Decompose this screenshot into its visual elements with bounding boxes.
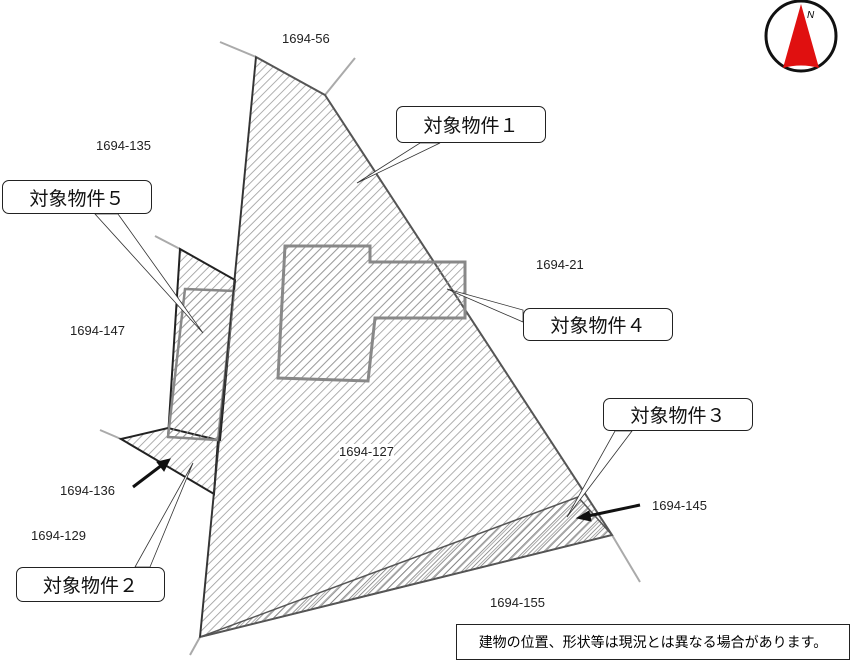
callout-property-5: 対象物件５ <box>2 180 152 214</box>
compass: N <box>764 0 838 73</box>
callout-property-1: 対象物件１ <box>396 106 546 143</box>
lot-label: 1694-136 <box>60 483 115 498</box>
lot-label: 1694-127 <box>339 444 394 459</box>
callout-property-4: 対象物件４ <box>523 308 673 341</box>
lot-label: 1694-21 <box>536 257 584 272</box>
compass-label: N <box>807 10 815 21</box>
callout-tails <box>94 142 633 568</box>
lot-label: 1694-135 <box>96 138 151 153</box>
building-5 <box>166 287 236 442</box>
lot-label: 1694-145 <box>652 498 707 513</box>
callout-property-3: 対象物件３ <box>603 398 753 431</box>
disclaimer-note: 建物の位置、形状等は現況とは異なる場合があります。 <box>456 624 850 660</box>
lot-label: 1694-129 <box>31 528 86 543</box>
lot-label: 1694-147 <box>70 323 125 338</box>
north-arrow-icon <box>783 4 819 68</box>
building-4 <box>276 244 467 383</box>
roads <box>99 41 641 656</box>
lot-label: 1694-155 <box>490 595 545 610</box>
arrows <box>132 458 641 522</box>
lot-label: 1694-56 <box>282 31 330 46</box>
callout-property-2: 対象物件２ <box>16 567 165 602</box>
